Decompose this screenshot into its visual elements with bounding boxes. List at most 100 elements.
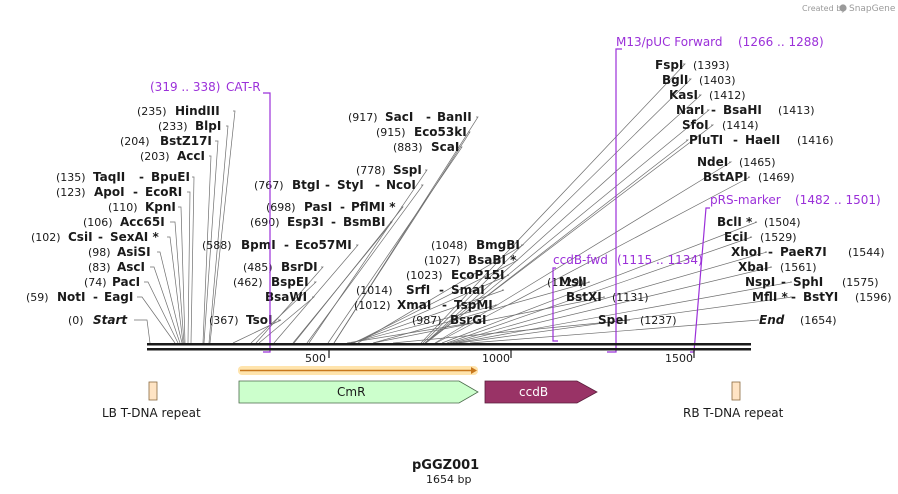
lb-repeat-label: LB T-DNA repeat [102, 406, 201, 420]
svg-text:(485): (485) [243, 261, 273, 274]
svg-text:(233): (233) [158, 120, 188, 133]
svg-text:BsaWI: BsaWI [265, 290, 307, 304]
svg-text:-: - [93, 290, 98, 304]
svg-text:BstYI: BstYI [803, 290, 838, 304]
site-label: (1012)XmaI-TspMI [354, 298, 493, 312]
svg-text:-: - [733, 133, 738, 147]
primer-ccdb-fwd: ccdB-fwd (1115 .. 1134) [552, 253, 703, 342]
primer-cat-r: (319 .. 338) CAT-R [150, 80, 271, 353]
svg-text:(135): (135) [56, 171, 86, 184]
site-label: (1654)End [759, 313, 837, 327]
svg-text:NspI: NspI [745, 275, 775, 289]
svg-text:(1266 .. 1288): (1266 .. 1288) [738, 35, 824, 49]
svg-text:(917): (917) [348, 111, 378, 124]
site-label: (235)HindIII [137, 104, 220, 118]
svg-text:(106): (106) [83, 216, 113, 229]
svg-text:(1469): (1469) [758, 171, 795, 184]
site-label: (110)KpnI [108, 200, 176, 214]
primer-prs-marker: pRS-marker (1482 .. 1501) [690, 193, 881, 353]
cmr-label: CmR [337, 385, 365, 399]
svg-text:NcoI: NcoI [386, 178, 416, 192]
svg-text:PflMI *: PflMI * [351, 200, 396, 214]
orf-arrow-head [471, 367, 477, 374]
svg-text:ApoI: ApoI [94, 185, 125, 199]
svg-text:(1393): (1393) [693, 59, 730, 72]
svg-text:EciI: EciI [724, 230, 748, 244]
site-label: (690)Esp3I-BsmBI [250, 215, 385, 229]
svg-text:(83): (83) [88, 261, 111, 274]
site-label: (1129)MslI [547, 275, 587, 289]
svg-text:(1048): (1048) [431, 239, 468, 252]
svg-text:(588): (588) [202, 239, 232, 252]
site-label: (203)AccI [140, 149, 205, 163]
svg-text:(1237): (1237) [640, 314, 677, 327]
svg-text:SacI: SacI [385, 110, 413, 124]
svg-text:Esp3I: Esp3I [287, 215, 324, 229]
svg-text:BstAPI: BstAPI [703, 170, 748, 184]
svg-text:MflI *: MflI * [752, 290, 788, 304]
svg-text:-: - [139, 170, 144, 184]
svg-text:BsaHI: BsaHI [723, 103, 762, 117]
svg-text:(1023): (1023) [406, 269, 443, 282]
svg-text:NotI: NotI [57, 290, 86, 304]
svg-text:BstXI: BstXI [566, 290, 602, 304]
scale-ticks: 500 1000 1500 [305, 350, 695, 365]
svg-text:TspMI: TspMI [454, 298, 493, 312]
svg-text:M13/pUC Forward: M13/pUC Forward [616, 35, 723, 49]
site-label: (698)PasI-PflMI * [266, 200, 396, 214]
site-label: (1412)KasI [669, 88, 746, 102]
svg-text:SphI: SphI [793, 275, 823, 289]
site-label: (0) Start [68, 313, 128, 327]
site-label: (135)TaqII-BpuEI [56, 170, 190, 184]
sequence-backbone [147, 343, 751, 351]
svg-text:(883): (883) [393, 141, 423, 154]
svg-text:PluTI: PluTI [689, 133, 723, 147]
svg-text:SfoI: SfoI [682, 118, 709, 132]
svg-text:PaeR7I: PaeR7I [780, 245, 827, 259]
tick-label-1500: 1500 [665, 352, 693, 365]
site-label: (1237)SpeI [598, 313, 677, 327]
svg-text:(1403): (1403) [699, 74, 736, 87]
svg-text:(987): (987) [412, 314, 442, 327]
site-label: (83)AscI [88, 260, 145, 274]
site-label: (1023)EcoP15I [406, 268, 505, 282]
svg-text:BspEI: BspEI [271, 275, 309, 289]
svg-text:(98): (98) [88, 246, 111, 259]
svg-text:-: - [325, 178, 330, 192]
svg-text:BsrDI: BsrDI [281, 260, 318, 274]
svg-text:BlpI: BlpI [195, 119, 221, 133]
svg-text:-: - [711, 103, 716, 117]
svg-text:Start: Start [93, 313, 128, 327]
site-label: (1469) BstAPI [703, 170, 795, 184]
svg-text:HindIII: HindIII [175, 104, 220, 118]
svg-text:(698): (698) [266, 201, 296, 214]
svg-text:(102): (102) [31, 231, 61, 244]
svg-text:-: - [439, 283, 444, 297]
site-label: (987)BsrGI [412, 313, 487, 327]
svg-text:XbaI: XbaI [738, 260, 768, 274]
svg-text:HaeII: HaeII [745, 133, 780, 147]
svg-text:XmaI: XmaI [397, 298, 431, 312]
svg-text:(0): (0) [68, 314, 84, 327]
site-label: (485) BsrDI [243, 260, 318, 274]
svg-text:BstZ17I: BstZ17I [160, 134, 212, 148]
ccdb-label: ccdB [519, 385, 548, 399]
site-label: (1575)NspI-SphI [745, 275, 879, 289]
svg-text:-: - [442, 298, 447, 312]
site-label: (1393)FspI [655, 58, 730, 72]
svg-text:(1115 .. 1134): (1115 .. 1134) [617, 253, 703, 267]
site-label: (123)ApoI-EcoRI [56, 185, 182, 199]
site-label: (1027)BsaBI * [424, 253, 517, 267]
site-label: (367)TsoI [209, 313, 272, 327]
svg-text:-: - [791, 290, 796, 304]
tick-label-500: 500 [305, 352, 326, 365]
svg-text:(1561): (1561) [780, 261, 817, 274]
svg-text:(462): (462) [233, 276, 263, 289]
svg-text:BpmI: BpmI [241, 238, 276, 252]
svg-text:Eco57MI: Eco57MI [295, 238, 352, 252]
svg-text:(1027): (1027) [424, 254, 461, 267]
site-label: (233) BlpI [158, 119, 221, 133]
site-label: (915)Eco53kI [376, 125, 467, 139]
svg-text:NarI: NarI [676, 103, 705, 117]
